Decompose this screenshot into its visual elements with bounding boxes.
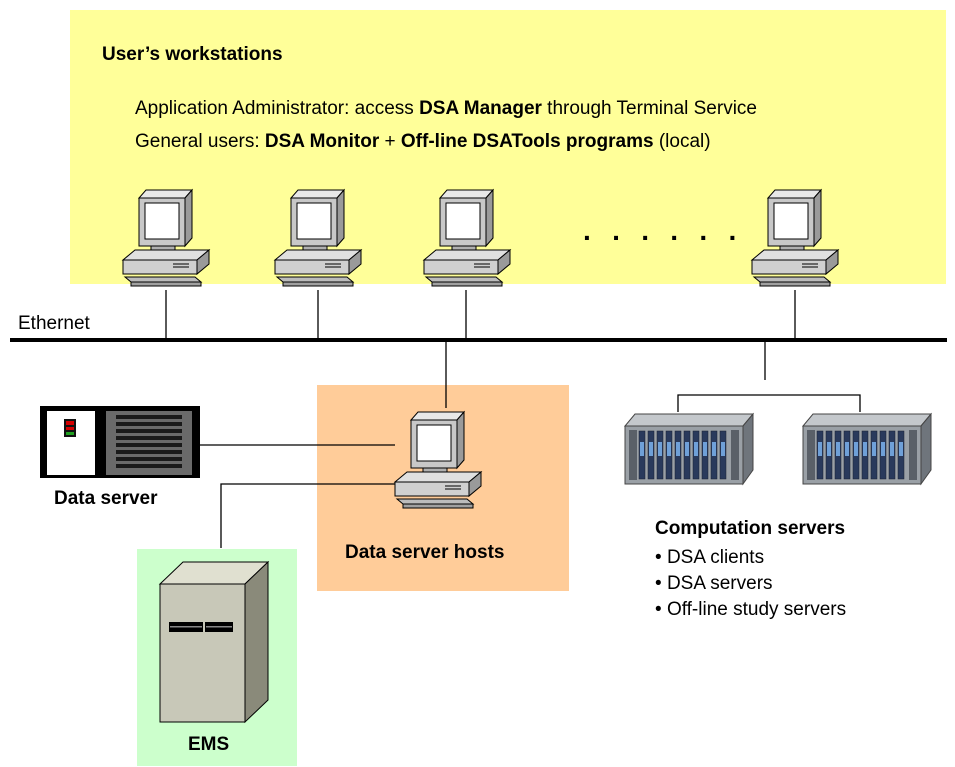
tower-server-icon [158, 560, 270, 724]
dsa-manager-label: DSA Manager [419, 98, 542, 119]
list-item: DSA servers [655, 571, 846, 597]
pc-icon [423, 189, 511, 287]
pc-icon [122, 189, 210, 287]
pc-icon [394, 411, 482, 509]
admin-access-suffix: through Terminal Service [541, 98, 757, 119]
list-item: Off-line study servers [655, 597, 846, 623]
rack-server-icon [40, 406, 200, 478]
general-users-line: General users: DSA Monitor + Off-line DS… [135, 131, 711, 153]
pc-icon [274, 189, 362, 287]
data-server-label: Data server [54, 488, 158, 509]
ethernet-label: Ethernet [18, 313, 90, 334]
blade-server-icon [624, 413, 754, 485]
general-users-prefix: General users: [135, 131, 265, 152]
local-suffix: (local) [653, 131, 711, 152]
admin-access-line: Application Administrator: access DSA Ma… [135, 98, 757, 120]
ems-label: EMS [188, 734, 230, 755]
pc-icon [751, 189, 839, 287]
workstation-links [165, 290, 796, 340]
dsatools-label: Off-line DSATools programs [400, 131, 654, 152]
plus-separator: + [379, 131, 401, 152]
admin-access-prefix: Application Administrator: access [135, 98, 420, 119]
ems-link [220, 483, 395, 548]
workstations-title: User’s workstations [102, 44, 283, 65]
computation-servers-title: Computation servers [655, 518, 846, 539]
dsa-monitor-label: DSA Monitor [264, 131, 380, 152]
list-item: DSA clients [655, 545, 846, 571]
computation-servers-list: DSA clients DSA servers Off-line study s… [655, 545, 846, 623]
blade-server-icon [802, 413, 932, 485]
computation-links [677, 340, 861, 412]
data-server-hosts-label: Data server hosts [345, 542, 505, 563]
more-workstations-ellipsis: · · · · · · [583, 222, 744, 253]
